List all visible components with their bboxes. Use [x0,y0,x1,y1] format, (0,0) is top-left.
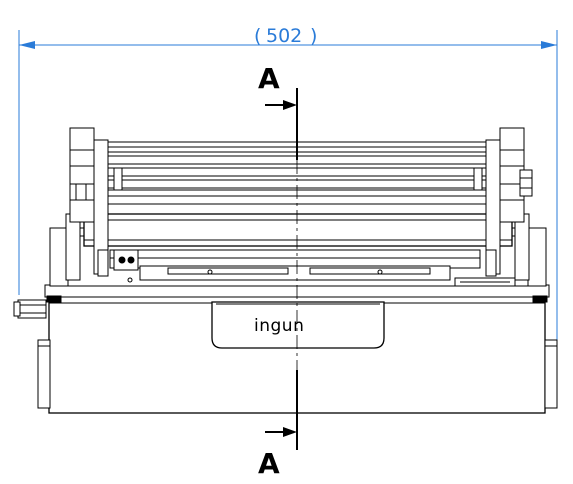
left-knob [13,299,47,319]
dimension-arrow-left-icon [19,41,35,49]
section-arrow-top-icon [265,100,297,110]
dimension-annotation [18,30,558,340]
fixture-body [13,127,558,414]
foot-left [37,339,51,409]
lever-left [65,213,81,281]
connector-block [113,249,139,271]
dimension-paren-close: ) [310,25,317,47]
dimension-arrow-right-icon [541,41,557,49]
press-plate [83,213,513,247]
ingun-logo-icon: ingun [254,316,304,336]
column-left [69,127,109,277]
section-label-top: A [258,62,280,95]
dimension-value: 502 [266,25,302,47]
dimension-paren-open: ( [254,25,261,47]
section-label-bottom: A [258,447,280,480]
frame-side-left [49,227,69,287]
lever-right [514,213,530,281]
foot-right [544,339,558,409]
logo-plate [211,301,385,349]
section-arrow-bottom-icon [265,427,297,437]
frame-side-right [527,227,547,287]
column-right [485,127,533,277]
